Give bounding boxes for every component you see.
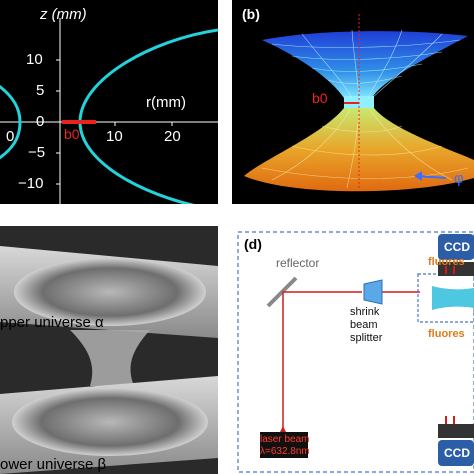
ccd-lens-bottom: [438, 424, 474, 438]
b0-label-3d: b0: [312, 90, 328, 106]
optical-setup-svg: [237, 231, 474, 473]
x-tick-0: 0: [6, 128, 15, 145]
phi-arrow: [417, 175, 447, 179]
upper-surface: [262, 31, 468, 98]
panel-d-label: (d): [244, 236, 262, 252]
y-tick-0: 0: [36, 113, 45, 130]
ccd-camera-top: [438, 234, 474, 260]
r-axis-label: r(mm): [146, 94, 186, 111]
splitter-label-line1: shrink: [350, 306, 380, 318]
x-tick-10: 10: [106, 128, 123, 145]
laser-beam-path: [282, 291, 362, 432]
reflector-label: reflector: [276, 256, 320, 270]
splitter-label-line2: beam: [350, 319, 378, 331]
laser-label-line2: λ=632.8nm: [260, 446, 310, 457]
beam-splitter-lens: [363, 279, 383, 305]
phi-arrow-head: [414, 171, 422, 181]
profile-curve-left: [0, 84, 22, 160]
y-tick-neg10: −10: [18, 175, 44, 192]
splitter-label-line3: splitter: [350, 332, 383, 344]
laser-label: laser beam λ=632.8nm: [260, 434, 310, 458]
model-neck: [70, 330, 150, 386]
laser-label-line1: laser beam: [260, 434, 310, 445]
model-photo-svg: [0, 226, 218, 474]
x-tick-20: 20: [164, 128, 181, 145]
fluorescence-top-label: fluores: [428, 256, 465, 268]
ccd-bottom-label: CCD: [444, 446, 470, 460]
splitter-label: shrink beam splitter: [350, 306, 382, 345]
y-tick-10: 10: [26, 51, 43, 68]
panel-c-model-photo: pper universe α ower universe β: [0, 226, 218, 474]
fluorescence-bottom-label: fluores: [428, 328, 465, 340]
reflector-mirror: [266, 276, 298, 308]
ccd-camera-bottom: [438, 440, 474, 466]
panel-a-profile-plot: z (mm) r(mm) b0 10 5 0 −5 −10 0 10 20: [0, 0, 218, 204]
panel-b-surface-render: (b) b0 φ: [232, 0, 474, 204]
panel-b-label: (b): [242, 6, 260, 22]
lower-universe-label: ower universe β: [0, 456, 107, 473]
upper-dish: [14, 258, 206, 326]
y-tick-neg5: −5: [28, 144, 46, 161]
phi-label: φ: [454, 170, 464, 187]
b0-label: b0: [64, 126, 80, 142]
sample-model: [432, 286, 474, 310]
upper-universe-label: pper universe α: [0, 314, 104, 331]
profile-curve-right: [78, 28, 218, 204]
profile-plot-svg: [0, 18, 218, 204]
ccd-top-label: CCD: [444, 240, 470, 254]
laser-source: [260, 432, 308, 458]
panel-d-optical-setup: (d) reflector shrink beam splitter laser…: [232, 226, 474, 474]
lower-surface: [244, 108, 474, 192]
lower-dish: [12, 388, 208, 456]
z-axis-label: z (mm): [40, 6, 87, 23]
y-tick-5: 5: [36, 82, 45, 99]
surface-render-svg: [244, 14, 474, 192]
